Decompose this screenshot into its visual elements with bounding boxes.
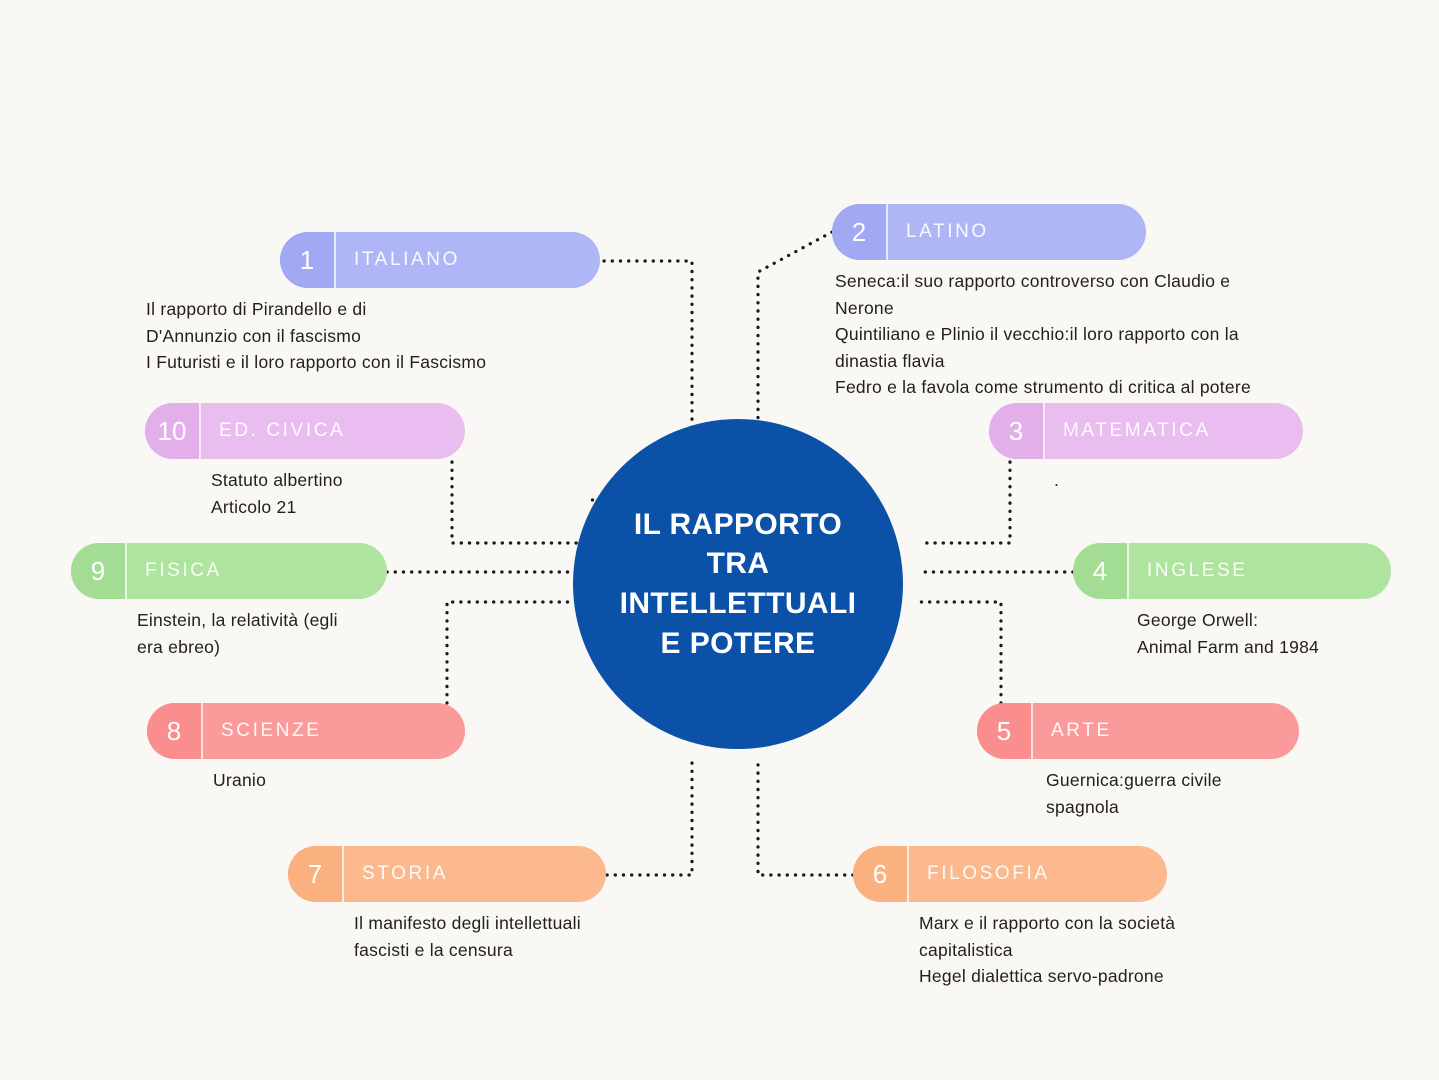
branch-pill-arte[interactable]: 5 ARTE (977, 703, 1299, 759)
connector-6 (756, 760, 855, 877)
branch-description-italiano: Il rapporto di Pirandello e di D'Annunzi… (146, 299, 487, 373)
branch-number-4: 4 (1073, 543, 1129, 599)
branch-label-scienze: SCIENZE (221, 720, 322, 741)
central-topic: IL RAPPORTO TRA INTELLETTUALI E POTERE (573, 419, 903, 749)
branch-arte[interactable]: 5 ARTE Guernica:guerra civile spagnola (977, 703, 1299, 820)
branch-description-ed-civica: Statuto albertino Articolo 21 (211, 470, 343, 517)
branch-description-arte: Guernica:guerra civile spagnola (1046, 770, 1222, 817)
branch-pill-ed-civica[interactable]: 10 ED. CIVICA (145, 403, 465, 459)
branch-label-storia: STORIA (362, 863, 448, 884)
branch-number-8: 8 (147, 703, 203, 759)
branch-label-arte: ARTE (1051, 720, 1112, 741)
branch-scienze[interactable]: 8 SCIENZE Uranio (147, 703, 465, 794)
branch-description-inglese: George Orwell: Animal Farm and 1984 (1137, 610, 1320, 657)
branch-description-fisica: Einstein, la relatività (egli era ebreo) (137, 610, 338, 657)
branch-number-9: 9 (71, 543, 127, 599)
branch-label-inglese: INGLESE (1147, 560, 1248, 581)
branch-pill-inglese[interactable]: 4 INGLESE (1073, 543, 1391, 599)
branch-label-ed-civica: ED. CIVICA (219, 420, 346, 441)
branch-description-matematica: . (1054, 470, 1060, 490)
branch-label-latino: LATINO (906, 221, 989, 242)
branch-pill-storia[interactable]: 7 STORIA (288, 846, 606, 902)
branch-pill-scienze[interactable]: 8 SCIENZE (147, 703, 465, 759)
branch-pill-italiano[interactable]: 1 ITALIANO (280, 232, 600, 288)
branch-label-matematica: MATEMATICA (1063, 420, 1211, 441)
branch-number-10: 10 (145, 403, 201, 459)
branch-label-filosofia: FILOSOFIA (927, 863, 1050, 884)
branch-pill-fisica[interactable]: 9 FISICA (71, 543, 387, 599)
branch-number-3: 3 (989, 403, 1045, 459)
branch-description-filosofia: Marx e il rapporto con la società capita… (919, 913, 1176, 987)
branch-italiano[interactable]: 1 ITALIANO Il rapporto di Pirandello e d… (146, 232, 600, 376)
branch-description-scienze: Uranio (213, 770, 267, 790)
branch-pill-matematica[interactable]: 3 MATEMATICA (989, 403, 1303, 459)
connector-7 (605, 760, 694, 877)
branch-fisica[interactable]: 9 FISICA Einstein, la relatività (egli e… (71, 543, 387, 660)
connector-8 (445, 600, 588, 705)
branch-label-italiano: ITALIANO (354, 249, 460, 270)
branch-description-storia: Il manifesto degli intellettuali fascist… (354, 913, 581, 960)
branch-number-6: 6 (853, 846, 909, 902)
branch-pill-latino[interactable]: 2 LATINO (832, 204, 1146, 260)
branch-number-1: 1 (280, 232, 336, 288)
branch-inglese[interactable]: 4 INGLESE George Orwell: Animal Farm and… (1073, 543, 1391, 660)
branch-matematica[interactable]: 3 MATEMATICA . (989, 403, 1303, 494)
connector-5 (918, 600, 1003, 705)
branch-number-5: 5 (977, 703, 1033, 759)
branch-description-latino: Seneca:il suo rapporto controverso con C… (835, 271, 1251, 398)
branch-number-2: 2 (832, 204, 888, 260)
branch-number-7: 7 (288, 846, 344, 902)
branch-storia[interactable]: 7 STORIA Il manifesto degli intellettual… (288, 846, 606, 963)
branch-latino[interactable]: 2 LATINO Seneca:il suo rapporto controve… (832, 204, 1251, 401)
branch-filosofia[interactable]: 6 FILOSOFIA Marx e il rapporto con la so… (853, 846, 1175, 990)
central-topic-title: IL RAPPORTO TRA INTELLETTUALI E POTERE (619, 507, 857, 660)
branch-ed-civica[interactable]: 10 ED. CIVICA Statuto albertino Articolo… (145, 403, 465, 520)
branch-pill-filosofia[interactable]: 6 FILOSOFIA (853, 846, 1167, 902)
branch-label-fisica: FISICA (145, 560, 222, 581)
